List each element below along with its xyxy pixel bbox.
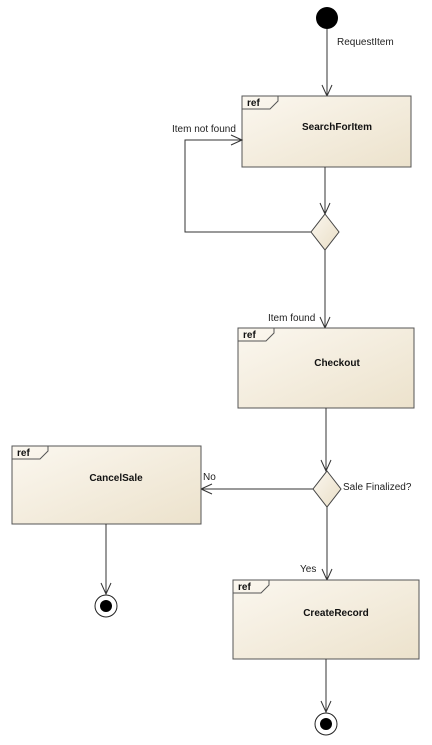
edge-create-to-final-arrowhead — [320, 700, 332, 714]
initial-node[interactable] — [316, 7, 338, 29]
node-search-for-item[interactable]: ref SearchForItem — [241, 95, 412, 168]
decision-label-sale-finalized: Sale Finalized? — [343, 482, 412, 493]
edge-label-item-found: Item found — [268, 313, 315, 324]
edge-checkout-to-decision-arrowhead — [320, 459, 332, 473]
node-create-record[interactable]: ref CreateRecord — [232, 579, 420, 660]
node-label-checkout: Checkout — [314, 358, 360, 369]
final-node-cancel[interactable] — [94, 594, 118, 618]
ref-tag: ref — [247, 98, 260, 109]
node-label-create-record: CreateRecord — [303, 608, 369, 619]
decision-sale-finalized[interactable] — [312, 470, 342, 508]
ref-tag: ref — [238, 582, 251, 593]
node-label-search-for-item: SearchForItem — [302, 122, 372, 133]
node-label-cancel-sale: CancelSale — [89, 473, 143, 484]
edge-label-no: No — [203, 472, 216, 483]
edge-item-not-found-arrowhead — [230, 134, 244, 146]
edge-item-not-found — [184, 139, 311, 233]
final-node-create[interactable] — [314, 712, 338, 736]
edge-label-yes: Yes — [300, 564, 316, 575]
ref-tag: ref — [17, 448, 30, 459]
edge-label-item-not-found: Item not found — [172, 124, 236, 135]
edge-cancel-to-final-arrowhead — [100, 582, 112, 596]
edge-label-request-item: RequestItem — [337, 37, 394, 48]
node-checkout[interactable]: ref Checkout — [237, 327, 415, 409]
ref-tag: ref — [243, 330, 256, 341]
decision-item-found[interactable] — [310, 213, 340, 251]
node-cancel-sale[interactable]: ref CancelSale — [11, 445, 202, 525]
